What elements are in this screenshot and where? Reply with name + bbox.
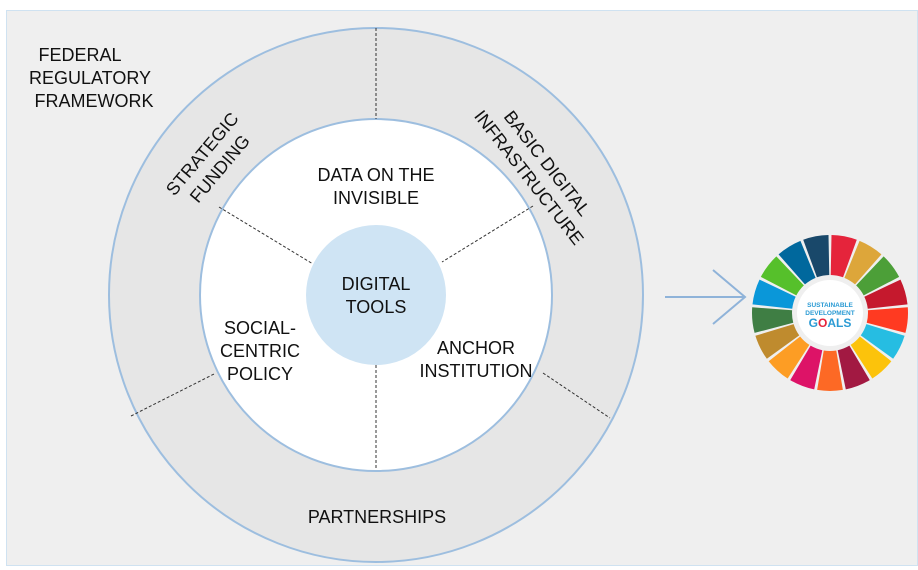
- corner-label-line-1: FEDERAL: [38, 45, 121, 65]
- sdg-segment-12: [755, 324, 800, 359]
- core-circle: [306, 225, 446, 365]
- sdg-goals-g: G: [809, 316, 818, 330]
- federal-regulatory-framework-label: FEDERAL REGULATORY FRAMEWORK: [29, 45, 154, 111]
- sdg-segment-4: [864, 279, 908, 309]
- anchor-institution-label: ANCHOR INSTITUTION: [420, 338, 533, 381]
- sdg-segment-6: [860, 324, 905, 359]
- sdg-segment-13: [751, 307, 794, 333]
- digital-tools-line-1: DIGITAL: [342, 274, 411, 294]
- divider-inner-left: [218, 206, 314, 265]
- data-invisible-line-2: INVISIBLE: [333, 188, 419, 208]
- corner-label-line-3: FRAMEWORK: [35, 91, 154, 111]
- corner-label-line-2: REGULATORY: [29, 68, 151, 88]
- sdg-line-goals: GOALS: [809, 316, 852, 330]
- sdg-segment-11: [768, 336, 810, 379]
- divider-outer-right: [542, 372, 611, 419]
- sdg-wheel-segments: [751, 235, 909, 391]
- data-invisible-line-1: DATA ON THE: [317, 165, 434, 185]
- digital-tools-line-2: TOOLS: [346, 297, 407, 317]
- anchor-line-2: INSTITUTION: [420, 361, 533, 381]
- sdg-segment-3: [856, 256, 900, 296]
- arrow-right-icon: [665, 269, 747, 325]
- sdg-segment-2: [844, 240, 882, 285]
- sdg-segment-8: [837, 345, 870, 390]
- sdg-segment-5: [866, 307, 909, 333]
- sdg-segment-17: [803, 235, 830, 278]
- social-centric-policy-label: SOCIAL- CENTRIC POLICY: [220, 318, 300, 384]
- sdg-segment-1: [830, 235, 857, 278]
- sdg-segment-10: [790, 345, 823, 390]
- sdg-segment-7: [850, 336, 892, 379]
- anchor-line-1: ANCHOR: [437, 338, 515, 358]
- social-centric-line-1: SOCIAL-: [224, 318, 296, 338]
- social-centric-line-3: POLICY: [227, 364, 293, 384]
- sdg-goals-o-ring: O: [818, 316, 827, 330]
- digital-tools-label: DIGITAL TOOLS: [342, 274, 411, 317]
- sdg-segment-9: [817, 350, 843, 391]
- sdg-goals-als: ALS: [827, 316, 851, 330]
- sdg-segment-16: [778, 240, 816, 285]
- sdg-line-sustainable: SUSTAINABLE: [807, 302, 853, 309]
- sdg-segment-15: [760, 256, 804, 296]
- sdg-line-development: DEVELOPMENT: [805, 310, 855, 317]
- social-centric-line-2: CENTRIC: [220, 341, 300, 361]
- sdg-wheel-center: [797, 280, 863, 346]
- data-on-the-invisible-label: DATA ON THE INVISIBLE: [317, 165, 434, 208]
- divider-inner-right: [441, 205, 534, 263]
- divider-outer-left: [130, 373, 215, 417]
- sdg-segment-14: [752, 279, 796, 309]
- partnerships-label: PARTNERSHIPS: [308, 507, 446, 527]
- sdg-wheel-logo: SUSTAINABLE DEVELOPMENT GOALS: [751, 235, 909, 391]
